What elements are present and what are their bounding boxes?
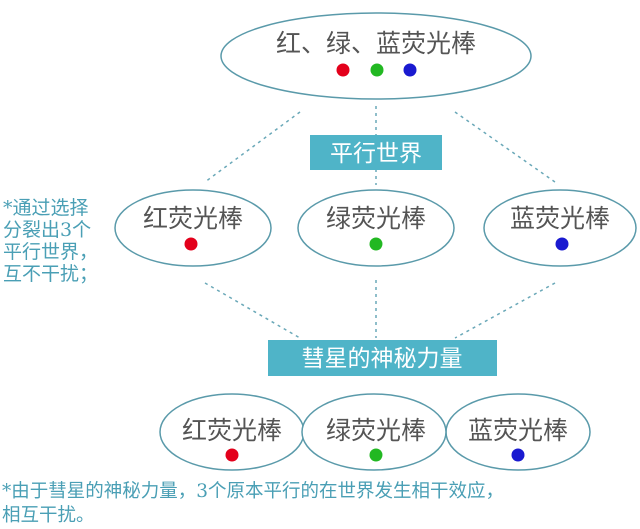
left-note: *通过选择 分裂出3个 平行世界， 互不干扰； (3, 197, 98, 285)
comet-power-box (268, 340, 497, 376)
green-dot (369, 237, 383, 251)
top-node: 红、绿、蓝荧光棒 (220, 12, 532, 100)
middle-node-green: 绿荧光棒 (297, 189, 455, 267)
connector (204, 282, 301, 339)
parallel-worlds-box (310, 135, 442, 170)
left-note-line: 分裂出3个 (3, 219, 92, 241)
middle-node-blue: 蓝荧光棒 (483, 189, 637, 267)
connector (454, 111, 556, 183)
left-note-line: 互不干扰； (3, 263, 99, 285)
connector (454, 282, 556, 339)
blue-dot (511, 448, 525, 462)
bottom-label-red: 红荧光棒 (182, 416, 282, 445)
middle-node-red: 红荧光棒 (114, 189, 272, 267)
green-dot (369, 448, 383, 462)
connector (204, 111, 301, 183)
bottom-note-line: 相互干扰。 (2, 505, 95, 526)
bottom-note: *由于彗星的神秘力量，3个原本平行的在世界发生相干效应， 相互干扰。 (2, 480, 504, 528)
red-dot (184, 237, 198, 251)
left-note-line: *通过选择 (3, 197, 89, 219)
bottom-label-green: 绿荧光棒 (326, 416, 426, 445)
middle-label-red: 红荧光棒 (143, 204, 243, 233)
middle-label-blue: 蓝荧光棒 (510, 204, 610, 233)
top-label: 红、绿、蓝荧光棒 (276, 29, 476, 58)
bottom-nodes: 红荧光棒 绿荧光棒 蓝荧光棒 (159, 393, 591, 471)
bottom-label-blue: 蓝荧光棒 (468, 416, 568, 445)
red-dot (336, 63, 350, 77)
red-dot (225, 448, 239, 462)
bottom-note-line: *由于彗星的神秘力量，3个原本平行的在世界发生相干效应， (2, 481, 505, 502)
green-dot (370, 63, 384, 77)
comet-power-label: 彗星的神秘力量 (302, 346, 463, 372)
blue-dot (555, 237, 569, 251)
blue-dot (403, 63, 417, 77)
parallel-worlds-label: 平行世界 (330, 141, 422, 167)
middle-label-green: 绿荧光棒 (326, 204, 426, 233)
left-note-line: 平行世界， (3, 241, 99, 263)
